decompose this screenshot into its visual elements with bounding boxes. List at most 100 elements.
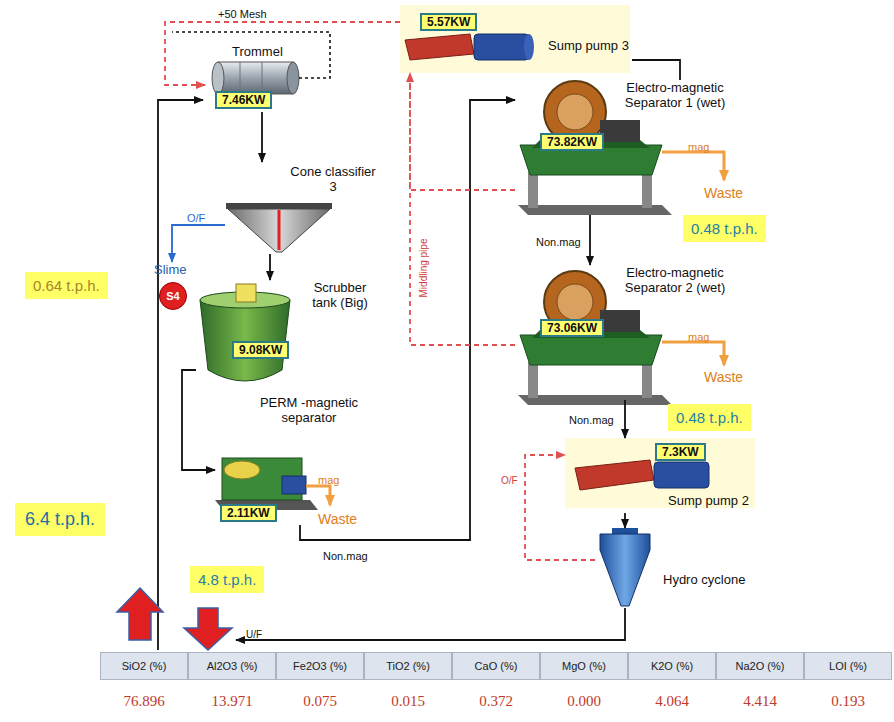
sump-pump-3-part — [474, 34, 529, 60]
text-holder: Sump pump 2 — [668, 493, 749, 508]
flow-line — [624, 400, 626, 438]
table-value-cell: 0.193 — [804, 688, 892, 714]
waste-label: Waste — [704, 369, 743, 385]
power-rating: 7.3KW — [655, 443, 706, 461]
ems1-waste-arrow-part — [662, 152, 724, 180]
label-holder: mag — [318, 470, 339, 488]
recycle-pipe — [525, 455, 595, 560]
sump-pump-2 — [565, 438, 755, 508]
text-holder: Sump pump 3 — [548, 38, 629, 53]
label-holder: Waste — [704, 368, 743, 386]
product-arrow-part — [184, 608, 232, 650]
assay-value: 0.015 — [391, 693, 425, 710]
column-heading: SiO2 (%) — [122, 660, 167, 672]
label-holder: 4.8 t.p.h. — [190, 566, 264, 593]
edge-label: Non.mag — [568, 414, 615, 426]
label-holder: mag — [688, 327, 709, 345]
text-holder: Hydro cyclone — [663, 572, 745, 587]
text-holder: Slime — [154, 262, 187, 277]
feed-arrow-part — [117, 588, 163, 640]
hydro-cyclone — [600, 528, 650, 606]
sump-pump-3-part — [400, 5, 630, 73]
table-value-cell: 4.064 — [628, 688, 716, 714]
text-holder: 73.06KW — [540, 318, 604, 337]
table-value-cell: 4.414 — [716, 688, 804, 714]
perm-magnetic-separator — [215, 458, 318, 510]
stream-label: U/F — [246, 629, 262, 640]
flow-line — [172, 225, 225, 262]
assay-value: 4.414 — [743, 693, 777, 710]
scrubber-tank-part — [200, 300, 290, 381]
column-heading: TiO2 (%) — [386, 660, 430, 672]
column-heading: LOI (%) — [829, 660, 867, 672]
label-holder: O/F — [500, 470, 519, 488]
oversize-screen-line — [172, 32, 330, 78]
equipment-name: Trommel — [232, 44, 283, 59]
column-heading: Fe2O3 (%) — [293, 660, 347, 672]
trommel-drum-part — [262, 62, 263, 94]
scrubber-tank: Scrubber tank (Big)9.08KW — [196, 280, 383, 388]
sump-pump-2-part — [565, 438, 755, 508]
table-header-cell: Al2O3 (%) — [188, 652, 276, 680]
text-holder: 7.46KW — [215, 90, 272, 109]
text-holder: Scrubber tank (Big) — [300, 280, 380, 310]
text-holder: Cone classifier 3 — [287, 164, 379, 194]
sump-pump-3-part — [524, 34, 534, 60]
assay-value: 13.971 — [211, 693, 252, 710]
perm-magnetic-separator-part — [224, 461, 260, 479]
ems1-waste-arrow — [662, 152, 724, 180]
equipment-name: Electro-magnetic Separator 1 (wet) — [610, 80, 740, 110]
flow-line — [632, 60, 680, 80]
text-holder: PERM -magnetic separator — [253, 395, 365, 425]
product-arrow — [184, 608, 232, 650]
table-value-cell: 0.372 — [452, 688, 540, 714]
label-holder: +50 Mesh — [218, 4, 267, 22]
stream-label: mag — [688, 141, 709, 153]
text-holder: Electro-magnetic Separator 2 (wet) — [610, 265, 740, 295]
flow-line — [624, 513, 626, 528]
power-rating: 73.06KW — [540, 319, 604, 337]
hydro-cyclone-part — [600, 534, 650, 606]
recycle-pipe — [165, 22, 400, 85]
hydro-cyclone-part — [612, 528, 638, 534]
table-header-cell: Fe2O3 (%) — [276, 652, 364, 680]
equipment-name: Scrubber tank (Big) — [300, 280, 380, 310]
equipment-name: Electro-magnetic Separator 2 (wet) — [610, 265, 740, 295]
label-holder: Non.mag — [535, 232, 582, 250]
text-holder: 7.3KW — [655, 442, 706, 461]
table-header-cell: CaO (%) — [452, 652, 540, 680]
edge-label: O/F — [500, 475, 519, 486]
underflow-line — [236, 608, 625, 640]
flow-rate: 0.48 t.p.h. — [668, 404, 751, 431]
assay-value: 0.075 — [303, 693, 337, 710]
column-heading: K2O (%) — [651, 660, 693, 672]
assay-value: 76.896 — [123, 693, 164, 710]
sump-pump: 5.57KWSump pump 3 — [400, 8, 632, 73]
cone-classifier-part — [228, 209, 330, 252]
label-holder: U/F — [246, 624, 262, 642]
cone-classifier: Cone classifier 3 — [225, 162, 385, 254]
table-value-cell: 0.000 — [540, 688, 628, 714]
equipment-name: Sump pump 2 — [668, 493, 749, 508]
trommel: Trommel 7.46KW — [205, 40, 305, 112]
text-holder: 73.82KW — [540, 132, 604, 151]
equipment-name: Hydro cyclone — [663, 572, 745, 587]
flow-line — [589, 215, 591, 265]
table-header-cell: Na2O (%) — [716, 652, 804, 680]
power-rating: 73.82KW — [540, 133, 604, 151]
table-header-cell: TiO2 (%) — [364, 652, 452, 680]
power-rating: 7.46KW — [215, 91, 272, 109]
waste-label: Waste — [318, 511, 357, 527]
sample-tag: S4 — [159, 282, 187, 310]
label-holder: Middling pipe — [413, 238, 431, 299]
edge-label: Non.mag — [322, 550, 369, 562]
equipment-name: Cone classifier 3 — [287, 164, 379, 194]
sump-pump: 7.3KW Sump pump 2 — [565, 438, 755, 513]
assay-value: 4.064 — [655, 693, 689, 710]
trommel-drum-part — [240, 62, 241, 94]
column-heading: Al2O3 (%) — [207, 660, 258, 672]
edge-label: Middling pipe — [418, 238, 429, 299]
